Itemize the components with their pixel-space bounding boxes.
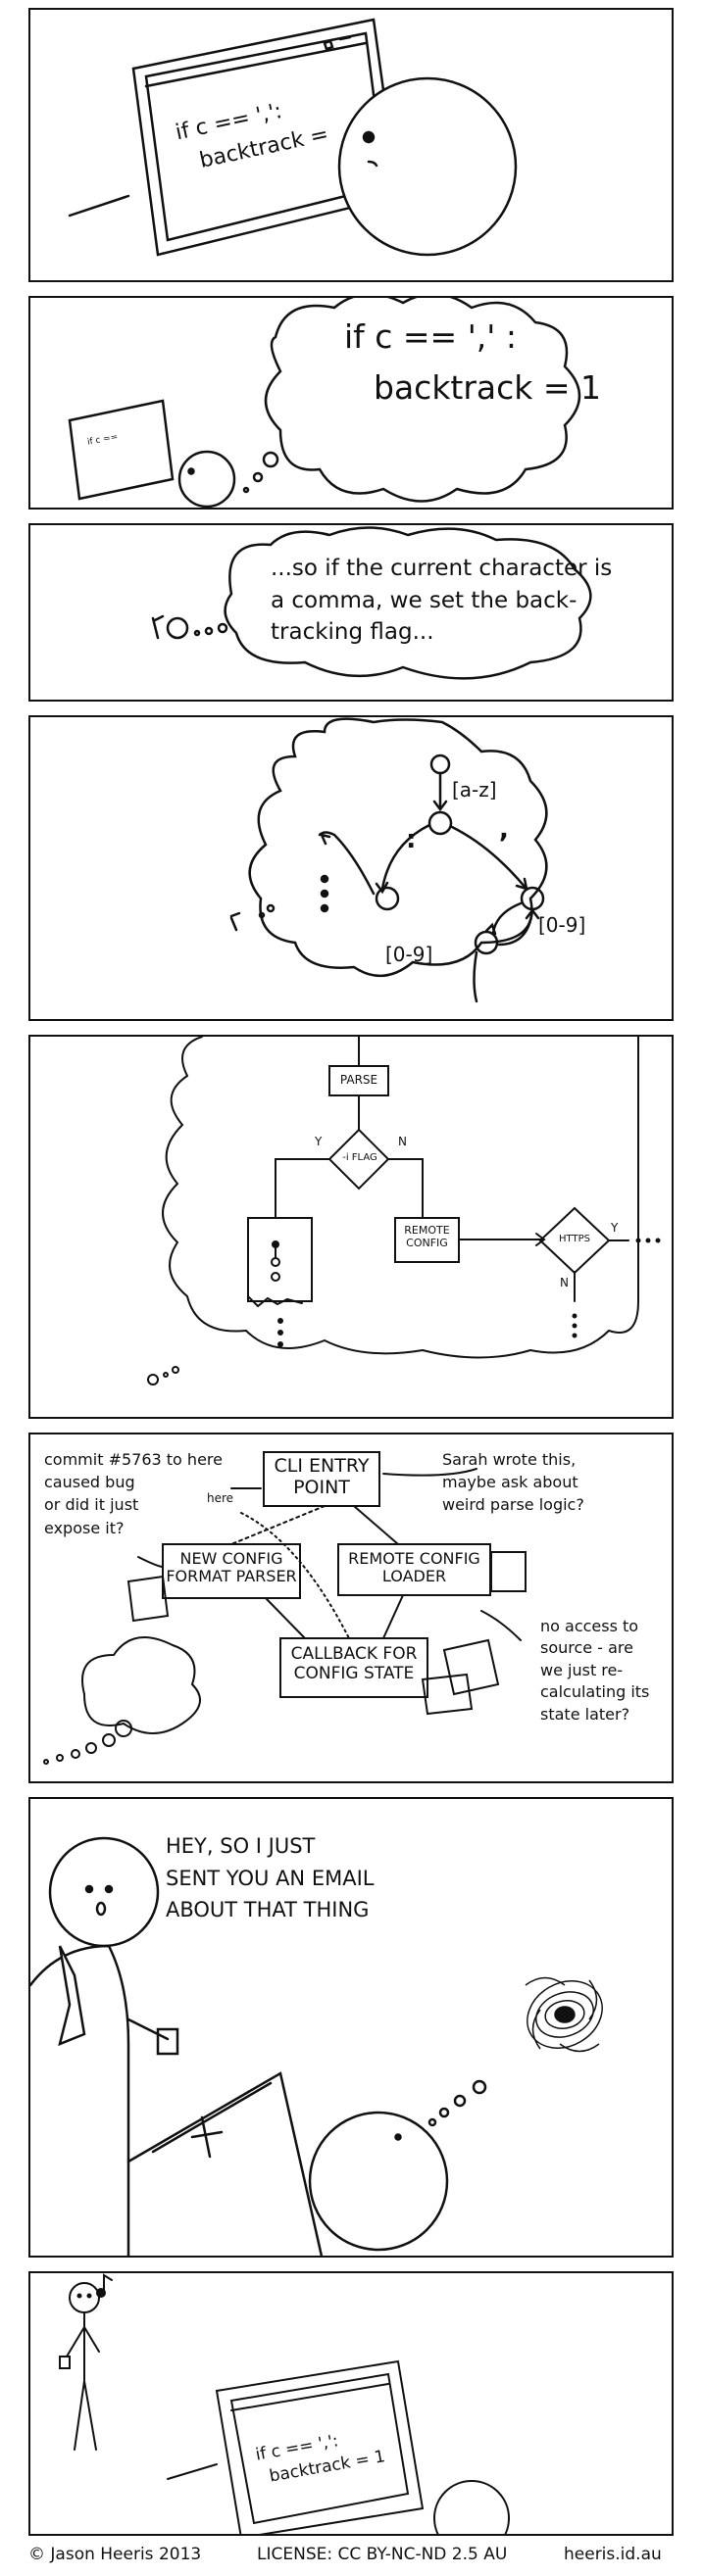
commit-line-3: or did it just (44, 1495, 139, 1515)
speech-text: HEY, SO I JUST SENT YOU AN EMAIL ABOUT T… (166, 1830, 374, 1926)
panel-4-drawing (229, 717, 548, 1003)
flow-y1: Y (315, 1135, 323, 1148)
cli-entry-point-box: CLI ENTRY POINT (264, 1455, 379, 1499)
label-0-9-left: [0-9] (385, 943, 433, 966)
comic-panel-5: PARSE -i FLAG Y N REMOTE CONFIG HTTPS Y … (28, 1035, 674, 1419)
sarah-line-3: weird parse logic? (442, 1495, 584, 1515)
new-config-parser-box: NEW CONFIG FORMAT PARSER (163, 1549, 300, 1586)
comic-panel-8: if c == ',': backtrack = 1 (28, 2271, 674, 2536)
here-label: here (207, 1491, 234, 1505)
flow-y2: Y (611, 1221, 619, 1235)
thought-line-3: tracking flag... (271, 619, 434, 646)
remote-loader-line-2: LOADER (381, 1567, 447, 1586)
no-access-line-5: state later? (540, 1704, 630, 1724)
panel-3-thought-text: ...so if the current character is a comm… (271, 553, 612, 649)
flow-remote-config-box: REMOTE CONFIG (395, 1224, 459, 1249)
comic-panel-6: commit #5763 to here caused bug or did i… (28, 1433, 674, 1783)
commit-line-1: commit #5763 to here (44, 1450, 223, 1469)
panel-8-drawing (59, 2273, 510, 2534)
new-config-line-1: NEW CONFIG (179, 1549, 283, 1568)
panel-5-drawing (147, 1037, 661, 1385)
footer-site-link[interactable]: heeris.id.au (564, 2545, 662, 2564)
callback-config-state-box: CALLBACK FOR CONFIG STATE (280, 1644, 427, 1683)
panel-7-drawing (30, 1836, 603, 2256)
comic-panel-3: ...so if the current character is a comm… (28, 523, 674, 702)
comic-panel-1: if c == ',': backtrack = (28, 8, 674, 282)
panel-2-drawing (68, 298, 581, 508)
no-access-line-1: no access to (540, 1617, 639, 1635)
flow-flag-diamond: -i FLAG (342, 1152, 377, 1163)
cli-line-2: POINT (293, 1476, 350, 1498)
no-access-line-2: source - are (540, 1638, 633, 1658)
thought-line-2: backtrack = 1 (374, 368, 602, 407)
remote-line-2: CONFIG (406, 1236, 448, 1249)
flow-https-diamond: HTTPS (559, 1234, 590, 1244)
panel-1-drawing (68, 18, 518, 257)
commit-note: commit #5763 to here caused bug or did i… (44, 1448, 223, 1539)
comic-panel-7: HEY, SO I JUST SENT YOU AN EMAIL ABOUT T… (28, 1797, 674, 2258)
cli-line-1: CLI ENTRY (274, 1455, 370, 1477)
callback-line-1: CALLBACK FOR (290, 1644, 418, 1664)
sarah-line-2: maybe ask about (442, 1473, 578, 1492)
panel-6-drawing (43, 1451, 527, 1765)
no-access-line-3: we just re- (540, 1660, 624, 1679)
thought-line-1: ...so if the current character is (271, 556, 613, 581)
no-access-note: no access to source - are we just re- ca… (540, 1616, 649, 1725)
remote-line-1: REMOTE (404, 1224, 450, 1237)
speech-line-3: ABOUT THAT THING (166, 1898, 370, 1922)
commit-line-4: expose it? (44, 1518, 125, 1537)
footer-license: LICENSE: CC BY-NC-ND 2.5 AU (257, 2545, 508, 2564)
commit-line-2: caused bug (44, 1473, 135, 1492)
panel-3-drawing (151, 526, 592, 680)
comic-panel-4: [a-z] , : [0-9] [0-9] (28, 715, 674, 1021)
comic-panel-2: if c == if c == ',' : backtrack = 1 (28, 296, 674, 510)
remote-config-loader-box: REMOTE CONFIG LOADER (338, 1549, 490, 1586)
flow-parse-box: PARSE (339, 1073, 378, 1087)
speech-line-1: HEY, SO I JUST (166, 1834, 316, 1858)
black-hole-icon (525, 1976, 603, 2053)
flow-n2: N (560, 1276, 569, 1289)
label-0-9-right: [0-9] (538, 913, 586, 937)
sarah-line-1: Sarah wrote this, (442, 1450, 577, 1469)
callback-line-2: CONFIG STATE (293, 1663, 415, 1683)
no-access-line-4: calculating its (540, 1682, 650, 1702)
label-comma: , (499, 815, 509, 845)
label-dots: : (406, 825, 417, 854)
new-config-line-2: FORMAT PARSER (166, 1567, 297, 1586)
sarah-note: Sarah wrote this, maybe ask about weird … (442, 1448, 584, 1517)
thought-line-1: if c == ',' : (344, 317, 517, 356)
remote-loader-line-1: REMOTE CONFIG (348, 1549, 480, 1568)
speech-line-2: SENT YOU AN EMAIL (166, 1866, 375, 1890)
label-a-z: [a-z] (452, 778, 497, 802)
flow-n1: N (398, 1135, 407, 1148)
thought-line-2: a comma, we set the back- (271, 587, 577, 613)
footer-copyright: © Jason Heeris 2013 (28, 2545, 202, 2564)
